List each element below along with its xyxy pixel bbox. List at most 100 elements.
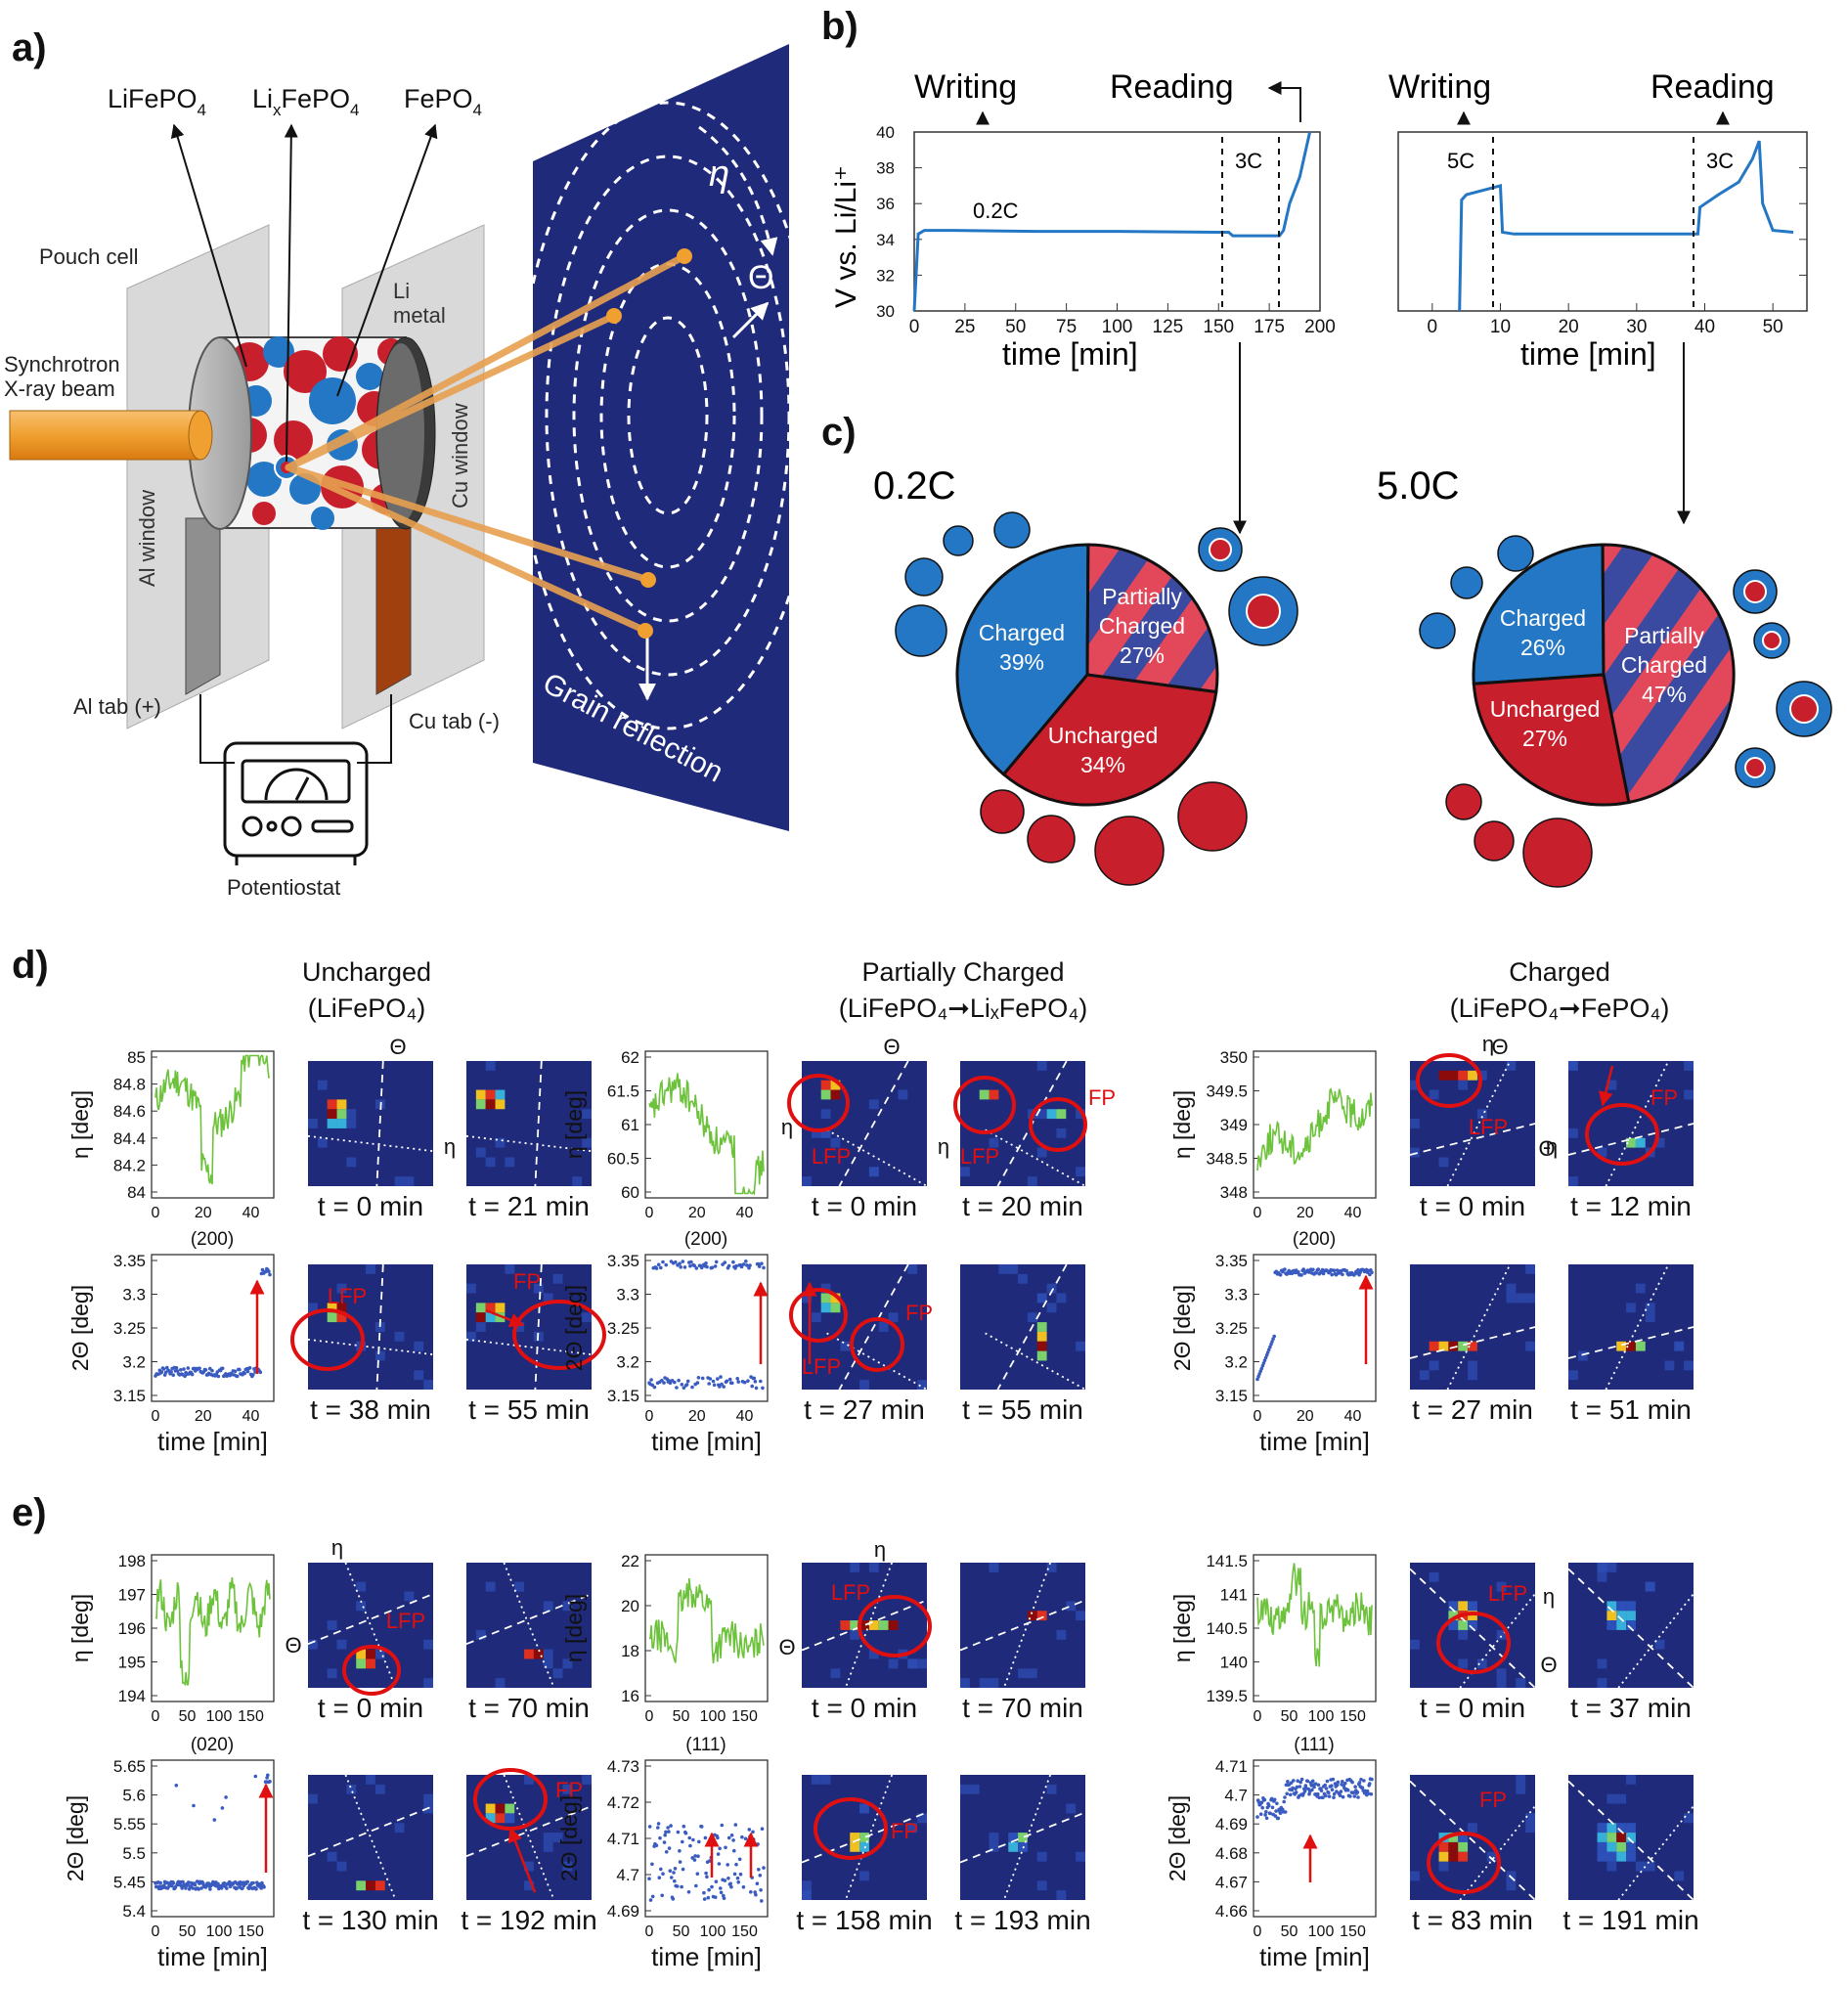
two-theta-point xyxy=(722,1896,726,1900)
ytick-label: 84.2 xyxy=(113,1156,146,1174)
intensity-pixel xyxy=(979,1089,990,1100)
two-theta-point xyxy=(745,1263,749,1267)
two-theta-point xyxy=(1332,1795,1336,1799)
xtick-label: 40 xyxy=(242,1205,260,1221)
noise-pixel xyxy=(1056,1293,1067,1304)
intensity-pixel xyxy=(475,1312,486,1323)
two-theta-point xyxy=(242,1371,246,1376)
two-theta-point xyxy=(699,1825,704,1829)
jump-arrow xyxy=(1598,1065,1614,1107)
two-theta-point xyxy=(1286,1780,1290,1784)
noise-pixel xyxy=(989,1841,999,1852)
two-theta-point xyxy=(659,1265,663,1270)
lfp-annotation: LFP xyxy=(1488,1581,1527,1606)
ytick-label: 61.5 xyxy=(607,1083,639,1101)
c-right-charged: Charged xyxy=(1500,605,1586,631)
two-theta-point xyxy=(662,1840,667,1844)
two-theta-point xyxy=(728,1881,732,1886)
panel-letter-d: d) xyxy=(12,944,49,987)
noise-pixel xyxy=(1568,1061,1578,1071)
noise-pixel xyxy=(1458,1080,1469,1090)
two-theta-point xyxy=(1299,1777,1304,1782)
axis-guide-line xyxy=(1409,1326,1536,1359)
two-theta-point xyxy=(1264,1816,1269,1821)
two-theta-point xyxy=(677,1378,681,1383)
two-theta-point xyxy=(669,1824,673,1828)
two-theta-point xyxy=(738,1872,743,1877)
panel-letter-c: c) xyxy=(821,411,857,454)
highlight-ellipse xyxy=(1029,1097,1087,1152)
two-theta-point xyxy=(719,1886,723,1890)
ytick-label: 4.68 xyxy=(1215,1844,1248,1863)
intensity-pixel xyxy=(830,1080,841,1090)
eta-axis-tag: η xyxy=(444,1134,456,1159)
ytick-label: 349 xyxy=(1220,1116,1248,1134)
intensity-pixel xyxy=(1626,1620,1636,1630)
two-theta-point xyxy=(1352,1794,1357,1798)
c-left-charged: Charged xyxy=(979,620,1065,645)
intensity-pixel xyxy=(1008,1833,1019,1842)
highlight-ellipse xyxy=(1585,1103,1659,1166)
ytick-label: 4.7 xyxy=(616,1866,639,1884)
d-column-subtitle: (LiFePO₄➞FePO₄) xyxy=(1450,994,1670,1023)
noise-pixel xyxy=(1429,1360,1439,1371)
two-theta-point xyxy=(760,1827,765,1831)
two-theta-point xyxy=(707,1382,711,1386)
xtick-label: 50 xyxy=(1281,1708,1298,1725)
two-theta-point xyxy=(1330,1784,1334,1788)
two-theta-point xyxy=(1269,1342,1273,1347)
xray-beam-end xyxy=(188,410,213,461)
c-left-uncharged-pct: 34% xyxy=(1080,752,1125,777)
noise-pixel xyxy=(830,1668,841,1679)
axis-guide-line xyxy=(465,1593,593,1646)
intensity-pixel xyxy=(1458,1601,1469,1612)
axis-guide-line xyxy=(1567,1568,1694,1689)
axis-guide-line xyxy=(985,1128,1086,1187)
noise-pixel xyxy=(394,1331,405,1342)
two-theta-point xyxy=(1296,1779,1299,1783)
two-theta-point xyxy=(678,1849,682,1853)
noise-pixel xyxy=(960,1784,970,1794)
theta-axis-tag: Θ xyxy=(883,1035,900,1059)
intensity-pixel xyxy=(1597,1841,1607,1852)
intensity-pixel xyxy=(1448,1611,1459,1621)
noise-pixel xyxy=(1410,1871,1420,1881)
noise-pixel xyxy=(1645,1861,1655,1872)
two-theta-point xyxy=(1263,1355,1268,1360)
two-theta-point xyxy=(718,1385,722,1389)
two-theta-point xyxy=(719,1375,723,1379)
two-theta-point xyxy=(724,1845,727,1850)
two-theta-point xyxy=(681,1260,685,1263)
b-left-xtick-label: 25 xyxy=(954,317,975,337)
two-theta-point xyxy=(1369,1791,1374,1796)
two-theta-point xyxy=(678,1261,682,1265)
intensity-pixel xyxy=(495,1803,506,1814)
ytick-label: 62 xyxy=(621,1048,639,1067)
time-stamp: t = 0 min xyxy=(812,1191,917,1221)
noise-pixel xyxy=(1597,1147,1607,1158)
noise-pixel xyxy=(543,1649,553,1659)
intensity-pixel xyxy=(485,1813,496,1824)
two-theta-point xyxy=(732,1848,736,1853)
two-theta-point xyxy=(688,1263,692,1268)
two-theta-point xyxy=(1305,1779,1310,1784)
intensity-pixel xyxy=(336,1119,347,1128)
two-theta-point xyxy=(671,1897,676,1901)
noise-pixel xyxy=(1468,1823,1477,1834)
two-theta-point xyxy=(1335,1783,1340,1788)
noise-pixel xyxy=(811,1312,821,1323)
two-theta-point xyxy=(1348,1794,1352,1798)
ytick-label: 20 xyxy=(621,1597,639,1615)
two-theta-point xyxy=(713,1264,718,1268)
noise-pixel xyxy=(1525,1264,1535,1274)
noise-pixel xyxy=(907,1658,918,1669)
axis-guide-line xyxy=(826,1332,928,1391)
two-theta-point xyxy=(676,1830,681,1834)
two-theta-point xyxy=(680,1383,684,1387)
debye-rings xyxy=(517,101,818,730)
two-theta-point xyxy=(1325,1779,1330,1784)
reflection-spots xyxy=(606,248,692,639)
two-theta-point xyxy=(161,1367,166,1371)
